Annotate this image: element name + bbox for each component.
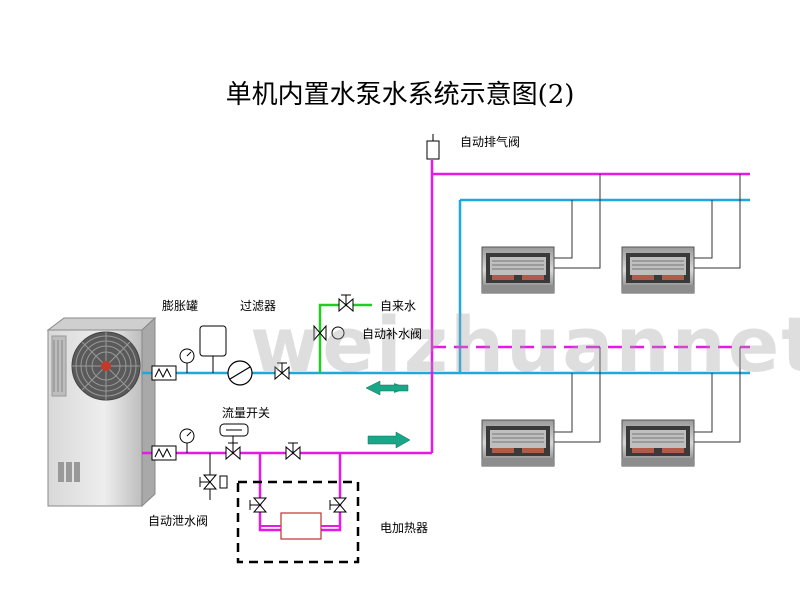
gate-valve-icon <box>285 442 301 460</box>
drain-line <box>209 453 228 500</box>
flow-switch-icon <box>219 423 249 443</box>
drain-valve-icon <box>199 474 217 490</box>
fcu-connections <box>554 174 741 443</box>
outdoor-unit-icon <box>46 316 157 508</box>
watermark: weizhuannet.com <box>250 300 800 389</box>
check-valve-icon <box>313 324 345 342</box>
pressure-gauge-icon <box>179 348 195 374</box>
electric-heater-icon <box>236 480 360 564</box>
soft-joint-icon <box>151 365 177 381</box>
auto-drain-valve-label: 自动泄水阀 <box>148 514 209 528</box>
tap-water-label: 自来水 <box>380 299 417 313</box>
expansion-tank-icon <box>199 325 227 373</box>
soft-joint-icon <box>151 445 177 461</box>
page-title: 单机内置水泵水系统示意图(2) <box>225 80 575 110</box>
makeup-pipe <box>318 303 372 373</box>
fan-coil-unit-icon <box>621 246 695 294</box>
fan-coil-unit-icon <box>481 419 555 467</box>
vent-valve-icon <box>426 134 440 160</box>
fan-coil-unit-icon <box>481 246 555 294</box>
flow-arrow-icon <box>367 431 411 449</box>
flow-arrow-icon <box>365 380 409 396</box>
flow-switch-label: 流量开关 <box>222 406 271 420</box>
expansion-tank-label: 膨胀罐 <box>162 299 199 313</box>
fan-coil-unit-icon <box>621 419 695 467</box>
filter-label: 过滤器 <box>240 299 277 313</box>
gate-valve-icon <box>249 497 267 513</box>
gate-valve-icon <box>225 442 241 460</box>
electric-heater-label: 电加热器 <box>380 521 429 535</box>
supply-pipe <box>142 160 750 532</box>
gate-valve-icon <box>329 497 347 513</box>
pressure-gauge-icon <box>179 428 195 454</box>
pump-icon <box>227 360 253 386</box>
auto-makeup-valve-label: 自动补水阀 <box>362 327 423 341</box>
auto-vent-valve-label: 自动排气阀 <box>460 135 521 149</box>
